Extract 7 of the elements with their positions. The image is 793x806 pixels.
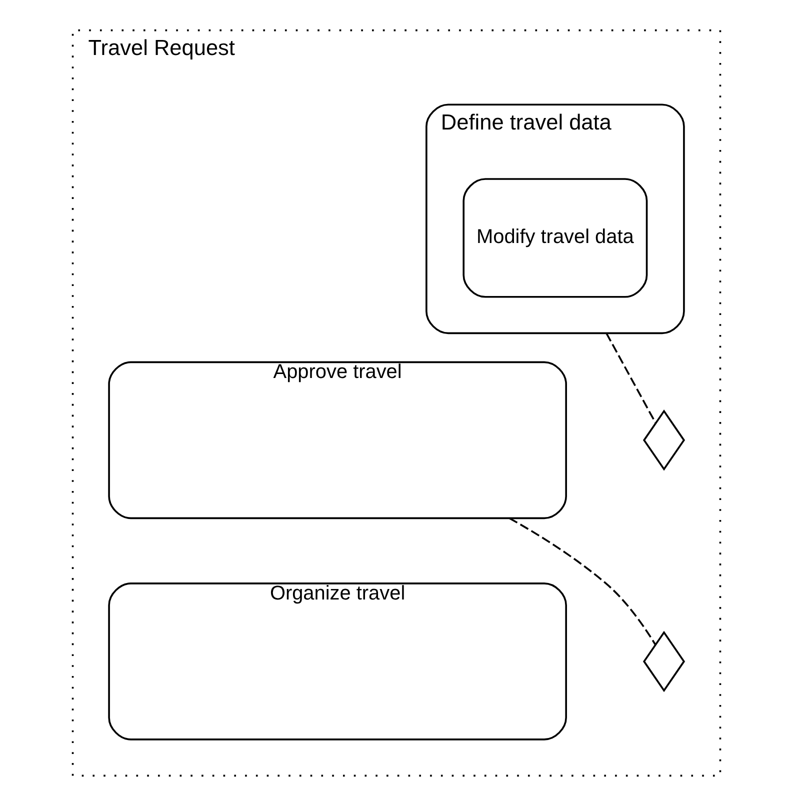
node-diamond bbox=[642, 410, 686, 471]
node-box: Modify travel data bbox=[462, 178, 648, 298]
connector bbox=[606, 332, 656, 424]
node-diamond bbox=[642, 630, 686, 692]
connector bbox=[508, 517, 656, 646]
node-box: Organize travel bbox=[108, 582, 567, 740]
node-box: Approve travel bbox=[108, 361, 567, 520]
